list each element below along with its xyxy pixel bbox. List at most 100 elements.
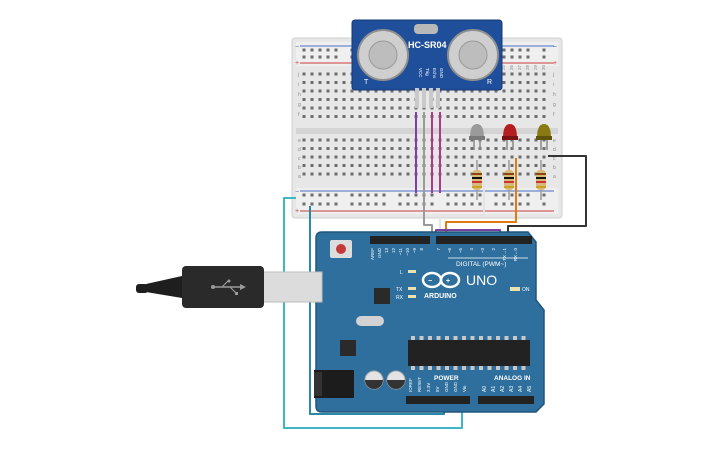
- breadboard-hole[interactable]: [318, 72, 322, 76]
- breadboard-hole[interactable]: [518, 172, 522, 176]
- breadboard-hole[interactable]: [406, 155, 410, 159]
- breadboard-hole[interactable]: [326, 172, 330, 176]
- breadboard-hole[interactable]: [342, 72, 346, 76]
- breadboard-hole[interactable]: [366, 155, 370, 159]
- breadboard-hole[interactable]: [334, 89, 338, 93]
- breadboard-hole[interactable]: [406, 147, 410, 150]
- breadboard-hole[interactable]: [374, 147, 378, 150]
- breadboard-hole[interactable]: [406, 106, 410, 110]
- rail-hole[interactable]: [454, 202, 458, 206]
- breadboard-hole[interactable]: [318, 98, 322, 101]
- breadboard-hole[interactable]: [390, 164, 394, 167]
- rail-hole[interactable]: [414, 202, 418, 206]
- breadboard-hole[interactable]: [318, 172, 322, 176]
- breadboard-hole[interactable]: [526, 115, 530, 118]
- breadboard-hole[interactable]: [390, 89, 394, 93]
- breadboard-hole[interactable]: [366, 89, 370, 93]
- breadboard-hole[interactable]: [358, 147, 362, 150]
- breadboard-hole[interactable]: [398, 155, 402, 159]
- breadboard-hole[interactable]: [342, 115, 346, 118]
- breadboard-hole[interactable]: [342, 81, 346, 84]
- breadboard-hole[interactable]: [462, 164, 466, 167]
- breadboard-hole[interactable]: [326, 155, 330, 159]
- breadboard-hole[interactable]: [446, 172, 450, 176]
- breadboard-hole[interactable]: [518, 138, 522, 142]
- rail-hole[interactable]: [382, 202, 386, 206]
- breadboard-hole[interactable]: [470, 115, 474, 118]
- breadboard-hole[interactable]: [310, 115, 314, 118]
- breadboard-hole[interactable]: [342, 106, 346, 110]
- breadboard-hole[interactable]: [446, 115, 450, 118]
- breadboard-hole[interactable]: [334, 72, 338, 76]
- breadboard-hole[interactable]: [382, 155, 386, 159]
- breadboard-hole[interactable]: [406, 172, 410, 176]
- rail-hole[interactable]: [406, 193, 410, 197]
- breadboard-hole[interactable]: [310, 106, 314, 110]
- rail-hole[interactable]: [430, 193, 434, 197]
- breadboard-hole[interactable]: [526, 89, 530, 93]
- rail-hole[interactable]: [478, 193, 482, 197]
- breadboard-hole[interactable]: [526, 164, 530, 167]
- breadboard-hole[interactable]: [334, 98, 338, 101]
- breadboard-hole[interactable]: [358, 98, 362, 101]
- breadboard-hole[interactable]: [454, 89, 458, 93]
- breadboard-hole[interactable]: [494, 155, 498, 159]
- breadboard-hole[interactable]: [542, 115, 546, 118]
- breadboard-hole[interactable]: [510, 98, 514, 101]
- breadboard-hole[interactable]: [494, 138, 498, 142]
- breadboard-hole[interactable]: [334, 155, 338, 159]
- breadboard-hole[interactable]: [382, 164, 386, 167]
- breadboard-hole[interactable]: [358, 115, 362, 118]
- rail-hole[interactable]: [302, 48, 306, 52]
- breadboard-hole[interactable]: [350, 98, 354, 101]
- gray-led[interactable]: [469, 124, 485, 150]
- breadboard-hole[interactable]: [350, 155, 354, 159]
- rail-hole[interactable]: [406, 202, 410, 206]
- breadboard-hole[interactable]: [518, 72, 522, 76]
- resistor-1[interactable]: [472, 160, 482, 200]
- rail-hole[interactable]: [518, 202, 522, 206]
- rail-hole[interactable]: [462, 202, 466, 206]
- breadboard-hole[interactable]: [526, 155, 530, 159]
- rail-hole[interactable]: [526, 193, 530, 197]
- breadboard-hole[interactable]: [374, 115, 378, 118]
- breadboard-hole[interactable]: [462, 89, 466, 93]
- breadboard-hole[interactable]: [326, 115, 330, 118]
- hc-sr04-sensor[interactable]: HC-SR04 T R VCC Trig Echo GND: [351, 19, 503, 108]
- breadboard-hole[interactable]: [302, 155, 306, 159]
- rail-hole[interactable]: [374, 193, 378, 197]
- rail-hole[interactable]: [446, 202, 450, 206]
- breadboard-hole[interactable]: [374, 138, 378, 142]
- red-led[interactable]: [502, 124, 518, 150]
- breadboard-hole[interactable]: [486, 98, 490, 101]
- breadboard-hole[interactable]: [518, 115, 522, 118]
- breadboard-hole[interactable]: [462, 155, 466, 159]
- breadboard-hole[interactable]: [342, 138, 346, 142]
- breadboard-hole[interactable]: [310, 147, 314, 150]
- rail-hole[interactable]: [326, 202, 330, 206]
- rail-hole[interactable]: [366, 202, 370, 206]
- breadboard-hole[interactable]: [318, 115, 322, 118]
- breadboard-hole[interactable]: [390, 172, 394, 176]
- breadboard-hole[interactable]: [358, 155, 362, 159]
- breadboard-hole[interactable]: [510, 155, 514, 159]
- rail-hole[interactable]: [502, 193, 506, 197]
- breadboard-hole[interactable]: [310, 72, 314, 76]
- breadboard-hole[interactable]: [382, 89, 386, 93]
- breadboard-hole[interactable]: [486, 115, 490, 118]
- rail-hole[interactable]: [526, 202, 530, 206]
- breadboard-hole[interactable]: [358, 164, 362, 167]
- breadboard-hole[interactable]: [302, 138, 306, 142]
- rail-hole[interactable]: [478, 202, 482, 206]
- breadboard-hole[interactable]: [358, 172, 362, 176]
- breadboard-hole[interactable]: [390, 138, 394, 142]
- breadboard-hole[interactable]: [462, 98, 466, 101]
- breadboard-hole[interactable]: [526, 81, 530, 84]
- breadboard-hole[interactable]: [310, 172, 314, 176]
- rail-hole[interactable]: [502, 48, 506, 52]
- breadboard-hole[interactable]: [390, 115, 394, 118]
- breadboard-hole[interactable]: [382, 172, 386, 176]
- breadboard-hole[interactable]: [342, 147, 346, 150]
- breadboard-hole[interactable]: [518, 155, 522, 159]
- rail-hole[interactable]: [462, 193, 466, 197]
